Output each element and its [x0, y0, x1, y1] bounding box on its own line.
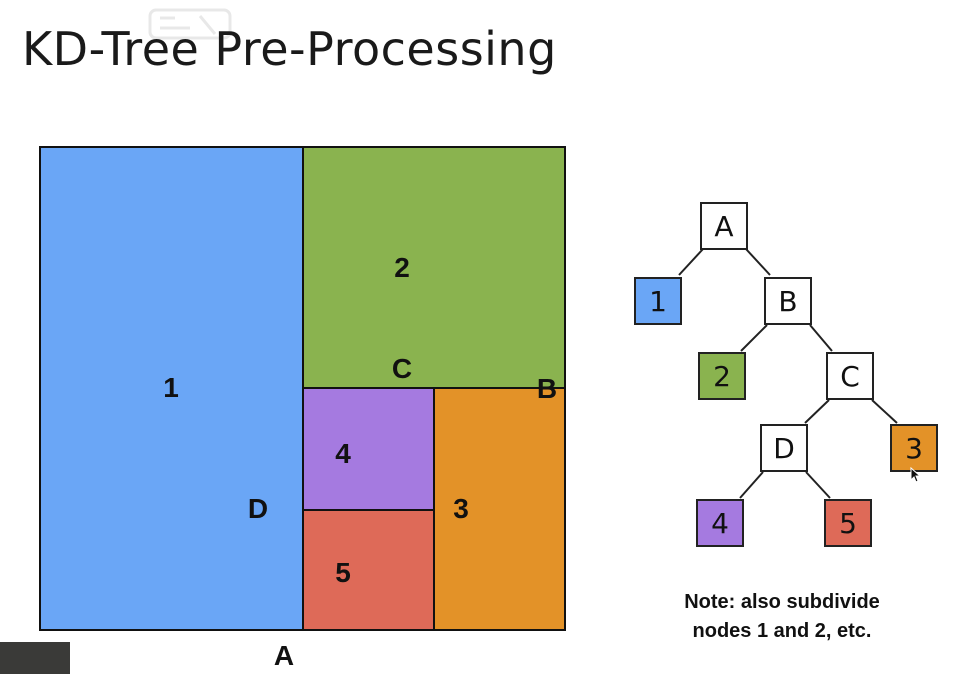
tree-node-d: D [760, 424, 808, 472]
region-5 [302, 509, 435, 631]
tree-node-c: C [826, 352, 874, 400]
subdivide-note: Note: also subdivide nodes 1 and 2, etc. [632, 588, 932, 646]
tree-node-4: 4 [696, 499, 744, 547]
mouse-cursor-icon [910, 467, 922, 483]
tree-node-5: 5 [824, 499, 872, 547]
split-label-a: A [273, 640, 295, 671]
note-line-2: nodes 1 and 2, etc. [692, 620, 872, 642]
video-thumbnail-corner [0, 642, 70, 674]
split-label-c: C [391, 353, 413, 384]
region-4 [302, 387, 435, 511]
note-line-1: Note: also subdivide [684, 591, 880, 613]
region-1 [39, 146, 304, 631]
region-1-label: 1 [163, 372, 179, 403]
kd-partition-diagram [39, 146, 566, 631]
tree-node-b: B [764, 277, 812, 325]
region-2-label: 2 [394, 252, 410, 283]
slide-title: KD-Tree Pre-Processing [22, 22, 557, 76]
region-4-label: 4 [335, 438, 351, 469]
tree-node-1: 1 [634, 277, 682, 325]
tree-node-3: 3 [890, 424, 938, 472]
region-5-label: 5 [335, 557, 351, 588]
region-3 [433, 387, 566, 631]
tree-node-a: A [700, 202, 748, 250]
region-2 [302, 146, 566, 389]
region-3-label: 3 [453, 493, 469, 524]
tree-node-2: 2 [698, 352, 746, 400]
split-label-d: D [247, 493, 269, 524]
split-label-b: B [536, 373, 558, 404]
